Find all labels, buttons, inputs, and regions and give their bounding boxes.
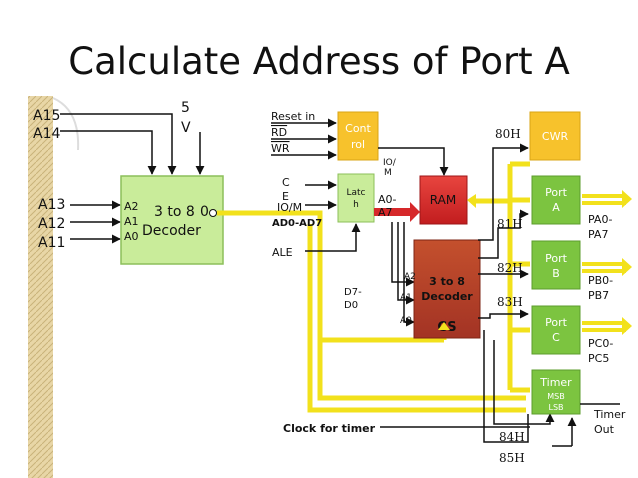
label-ale: ALE — [272, 246, 293, 259]
label-80h: 80H — [495, 127, 521, 141]
port-b-box — [531, 240, 581, 290]
wire-latch-a1 — [397, 222, 415, 305]
sub-decoder-a0: A0 — [400, 316, 412, 326]
label-d7-d0-2: D0 — [344, 300, 358, 311]
label-timer-out-2: Out — [594, 423, 615, 436]
decoder-label-bottom: Decoder — [142, 223, 201, 239]
label-a13: A13 — [38, 197, 65, 213]
label-a11: A11 — [38, 235, 65, 251]
latch-label-1: Latc — [346, 188, 365, 198]
latch-label-2: h — [353, 200, 359, 210]
wire-84h — [483, 330, 529, 443]
label-iom: IO/M — [277, 201, 302, 214]
cs-up-arrow — [438, 322, 450, 330]
label-85h: 85H — [499, 451, 525, 465]
decoder-a1: A1 — [124, 215, 139, 228]
sub-decoder-box — [413, 239, 481, 339]
timer-label: Timer — [539, 376, 572, 389]
wire-control-to-ram — [378, 147, 449, 176]
label-a12: A12 — [38, 216, 65, 232]
label-clock-for-timer: Clock for timer — [283, 422, 376, 435]
wire-latch-a0 — [403, 222, 415, 327]
control-label-2: rol — [351, 138, 365, 151]
label-iom-small-2: M — [384, 168, 392, 178]
latch-box — [337, 173, 375, 223]
wire-83h — [478, 309, 529, 319]
port-output-arrows — [582, 194, 626, 332]
label-pc-1: PC0- — [588, 337, 613, 350]
timer-box — [531, 369, 581, 415]
port-c-label-2: C — [552, 331, 560, 344]
label-iom-small-1: IO/ — [383, 158, 397, 168]
port-b-label-2: B — [552, 267, 560, 280]
decoder-a0: A0 — [124, 230, 139, 243]
sub-decoder-a1: A1 — [400, 293, 412, 303]
control-box — [337, 111, 379, 161]
label-d7-d0-1: D7- — [344, 287, 362, 298]
latch-to-ram-arrow — [374, 202, 420, 222]
label-wr: WR — [271, 142, 290, 155]
ram-to-bus-arrow — [467, 194, 476, 208]
wire-a15 — [60, 113, 177, 175]
main-decoder-box — [120, 175, 224, 265]
timer-lsb: LSB — [548, 403, 563, 412]
portb-arrow-head — [622, 258, 632, 276]
wire-81h — [478, 209, 529, 259]
label-a0-a7-2: A7 — [378, 206, 393, 219]
decoder-output-bubble — [209, 209, 217, 217]
label-ce-1: C — [282, 176, 290, 189]
wire-85h — [493, 340, 555, 425]
wire-a14 — [60, 130, 157, 175]
label-83h: 83H — [497, 295, 523, 309]
label-a0-a7-1: A0- — [378, 193, 397, 206]
label-82h: 82H — [497, 261, 523, 275]
label-pa-2: PA7 — [588, 228, 608, 241]
wire-ale — [305, 223, 361, 252]
label-ce-2: E — [282, 190, 289, 203]
label-pc-2: PC5 — [588, 352, 609, 365]
label-a14: A14 — [33, 126, 60, 142]
control-label-1: Cont — [345, 122, 371, 135]
address-bus-bar — [28, 96, 53, 478]
slide-title: Calculate Address of Port A — [68, 40, 570, 83]
sub-decoder-a2: A2 — [404, 272, 416, 282]
porta-arrow-head — [622, 190, 632, 208]
label-timer-out-1: Timer — [593, 408, 626, 421]
wire-80h — [478, 143, 529, 241]
port-c-label-1: Port — [545, 316, 567, 329]
cwr-box — [529, 111, 581, 161]
port-c-box — [531, 305, 581, 355]
decoder-a2: A2 — [124, 200, 139, 213]
port-a-label-1: Port — [545, 186, 567, 199]
label-84h: 84H — [499, 430, 525, 444]
decoder-output-zero: 0 — [200, 204, 209, 220]
label-81h: 81H — [497, 217, 523, 231]
label-pa-1: PA0- — [588, 213, 612, 226]
label-ad0-ad7: AD0-AD7 — [272, 218, 322, 229]
label-5: 5 — [181, 100, 190, 116]
cwr-label: CWR — [542, 130, 569, 143]
label-a15: A15 — [33, 108, 60, 124]
label-v: V — [181, 120, 191, 136]
bar-corner-arc — [52, 97, 80, 151]
sub-decoder-label-1: 3 to 8 — [429, 275, 465, 288]
port-a-label-2: A — [552, 201, 560, 214]
yellow-bus-lines — [217, 161, 530, 413]
port-b-label-1: Port — [545, 252, 567, 265]
wire-latch-a2 — [391, 222, 415, 287]
ram-label: RAM — [430, 193, 456, 207]
label-rd: RD — [271, 126, 287, 139]
timer-msb: MSB — [547, 392, 564, 401]
portc-arrow-head — [622, 317, 632, 335]
sub-decoder-label-2: Decoder — [421, 290, 473, 303]
label-reset-in: Reset in — [271, 110, 315, 123]
label-pb-2: PB7 — [588, 289, 609, 302]
decoder-label-top: 3 to 8 — [154, 204, 195, 220]
label-pb-1: PB0- — [588, 274, 613, 287]
port-a-box — [531, 175, 581, 225]
